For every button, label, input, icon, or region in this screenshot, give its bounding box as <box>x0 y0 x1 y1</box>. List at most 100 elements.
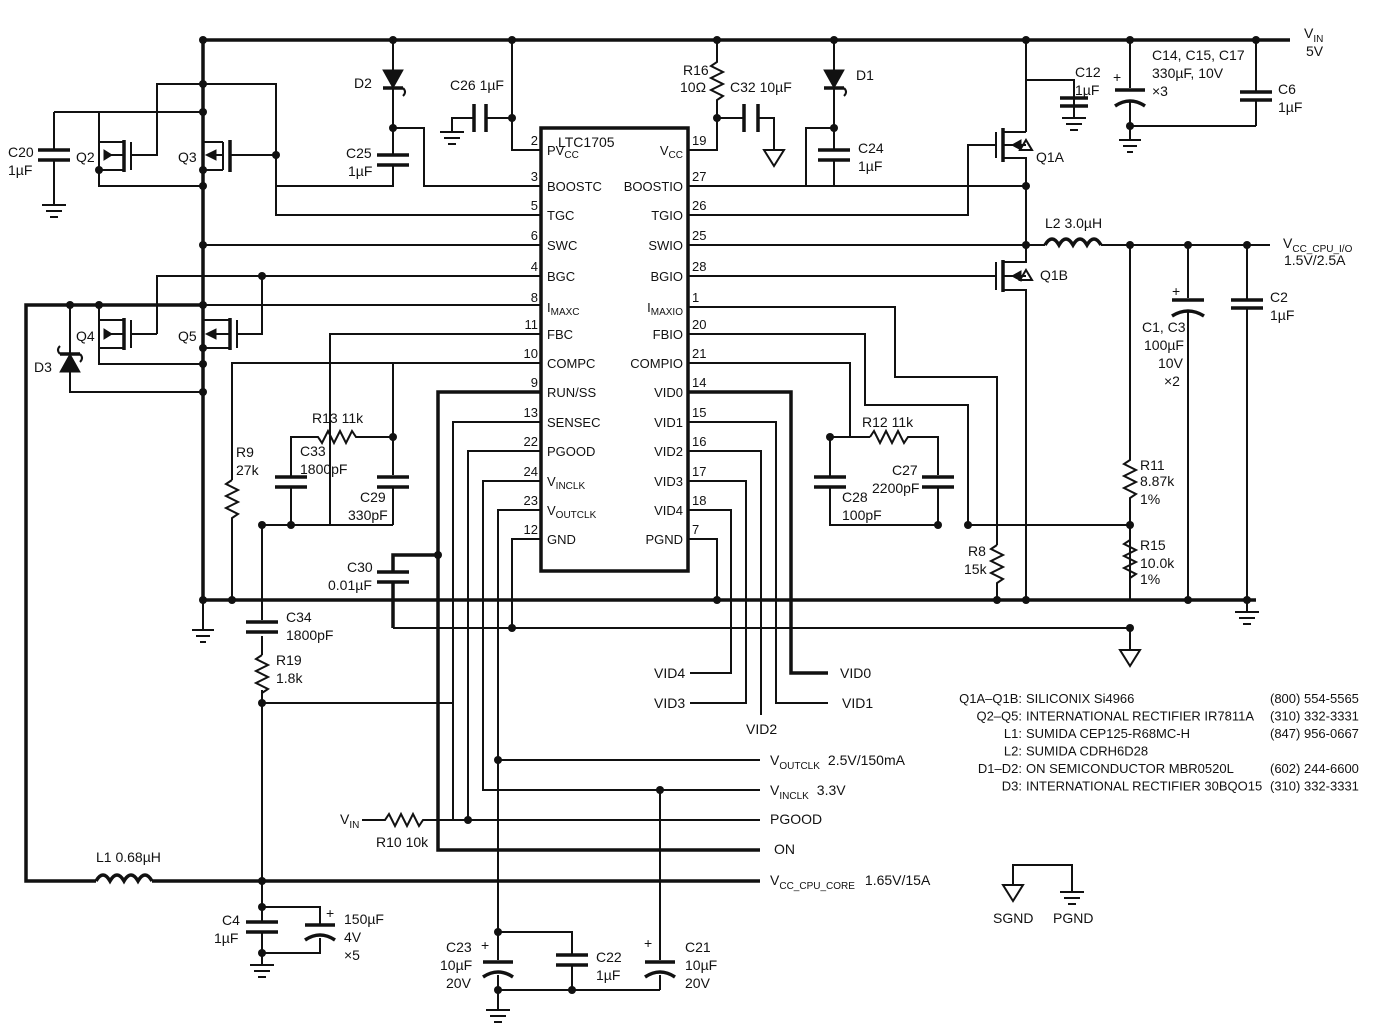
gnd-pin-wire <box>511 538 541 628</box>
c20-label: C20 <box>8 144 34 160</box>
pgnd-symbol-right <box>1235 600 1259 625</box>
ic-left-pin-number: 24 <box>524 464 538 479</box>
c28-value: 100pF <box>842 507 882 523</box>
r15-tol: 1% <box>1140 571 1160 587</box>
ic-right-pin-number: 1 <box>692 290 699 305</box>
r19-resistor <box>253 654 271 694</box>
q3-mosfet <box>203 140 276 172</box>
ic-right-pin-number: 17 <box>692 464 706 479</box>
c25-label: C25 <box>346 145 372 161</box>
bom-phone: (310) 332-3331 <box>1270 709 1359 724</box>
c24-value: 1µF <box>858 158 882 174</box>
vcc-io-label: VCC_CPU_I/O <box>1283 235 1353 255</box>
r11-resistor <box>1121 245 1139 600</box>
ic-right-pin-label: VID0 <box>654 385 683 400</box>
c14-value: 330µF, 10V <box>1152 65 1224 81</box>
c29-label: C29 <box>360 489 386 505</box>
d1-diode <box>823 40 847 128</box>
bom-part: SILICONIX Si4966 <box>1026 691 1134 706</box>
run-ss-wire <box>436 390 760 852</box>
ic-right-pin-label: IMAXIO <box>647 300 683 318</box>
c1-value: 100µF <box>1144 337 1184 353</box>
c25-capacitor <box>377 153 409 167</box>
r13-label: R13 11k <box>312 410 364 426</box>
c20-capacitor <box>38 148 70 162</box>
c12-wire <box>1026 79 1075 115</box>
c22-value: 1µF <box>596 967 620 983</box>
ic-left-pin-number: 10 <box>524 346 538 361</box>
voutclk-wire <box>497 509 760 761</box>
ic-left-pin-number: 23 <box>524 493 538 508</box>
q1a-mosfet <box>688 128 1034 216</box>
q1b-label: Q1B <box>1040 267 1068 283</box>
r16-value: 10Ω <box>680 79 706 95</box>
c23-label: C23 <box>446 939 472 955</box>
vid3-label: VID3 <box>654 695 685 711</box>
pgnd-label: PGND <box>1053 910 1093 926</box>
c4-label: C4 <box>222 912 240 928</box>
c2-label: C2 <box>1270 289 1288 305</box>
q2-label: Q2 <box>76 149 95 165</box>
q5-mosfet <box>203 318 238 350</box>
c6-label: C6 <box>1278 81 1296 97</box>
bom-phone: (847) 956-0667 <box>1270 726 1359 741</box>
r13-resistor <box>290 428 393 477</box>
vid1-wire <box>688 421 828 704</box>
ic-right-pin-number: 21 <box>692 346 706 361</box>
ic-right-pin-number: 20 <box>692 317 706 332</box>
c32-capacitor <box>717 104 786 168</box>
ic-left-pin-label: SENSEC <box>547 415 600 430</box>
r8-value: 15k <box>964 561 988 577</box>
bom-part: ON SEMICONDUCTOR MBR0520L <box>1026 761 1234 776</box>
q3-label: Q3 <box>178 149 197 165</box>
ic-right-pin-number: 25 <box>692 228 706 243</box>
ic-right-pin-label: BGIO <box>650 269 683 284</box>
compio-wire <box>688 362 870 438</box>
c29-capacitor <box>377 437 409 525</box>
c30-capacitor <box>377 570 409 584</box>
c21-value: 10µF <box>685 957 717 973</box>
svg-text:+: + <box>1113 69 1121 85</box>
bom-ref: D3: <box>1002 779 1022 794</box>
ic-left-pin-label: TGC <box>547 208 574 223</box>
c25-value: 1µF <box>348 163 372 179</box>
c1-mult: ×2 <box>1164 373 1180 389</box>
vid0-label: VID0 <box>840 665 871 681</box>
c23-ground <box>486 990 510 1023</box>
bom-phone: (602) 244-6600 <box>1270 761 1359 776</box>
q4-label: Q4 <box>76 328 95 344</box>
vid2-label: VID2 <box>746 721 777 737</box>
c29-value: 330pF <box>348 507 388 523</box>
c6-capacitor <box>1240 40 1272 126</box>
bom-ref: L1: <box>1004 726 1022 741</box>
vid4-label: VID4 <box>654 665 685 681</box>
c20-value: 1µF <box>8 162 32 178</box>
c2-value: 1µF <box>1270 307 1294 323</box>
vid0-wire <box>688 390 828 675</box>
ic-left-pin-label: COMPC <box>547 356 595 371</box>
ic-left-pin-label: RUN/SS <box>547 385 596 400</box>
ic-right-pin-label: VCC <box>660 143 683 161</box>
svg-text:+: + <box>481 937 489 953</box>
c33-label: C33 <box>300 443 326 459</box>
c32-label: C32 10µF <box>730 79 792 95</box>
c4-capacitor <box>246 920 278 934</box>
ic-left-pin-number: 11 <box>525 317 539 332</box>
r11-value: 8.87k <box>1140 473 1175 489</box>
l1-label: L1 0.68µH <box>96 849 161 865</box>
pvcc-wire <box>511 40 541 151</box>
ic-right-pin-label: FBIO <box>653 327 683 342</box>
r15-resistor <box>1121 539 1139 579</box>
ic-right-pin-label: VID3 <box>654 474 683 489</box>
vin-left-label: VIN <box>340 811 359 831</box>
d3-diode <box>57 305 203 393</box>
ic-name: LTC1705 <box>558 134 615 150</box>
bom-part: INTERNATIONAL RECTIFIER IR7811A <box>1026 709 1254 724</box>
ic-right-pin-label: COMPIO <box>630 356 683 371</box>
ic-right-pin-number: 15 <box>692 405 706 420</box>
c21-label: C21 <box>685 939 711 955</box>
c27-value: 2200pF <box>872 480 919 496</box>
c14-mult: ×3 <box>1152 83 1168 99</box>
